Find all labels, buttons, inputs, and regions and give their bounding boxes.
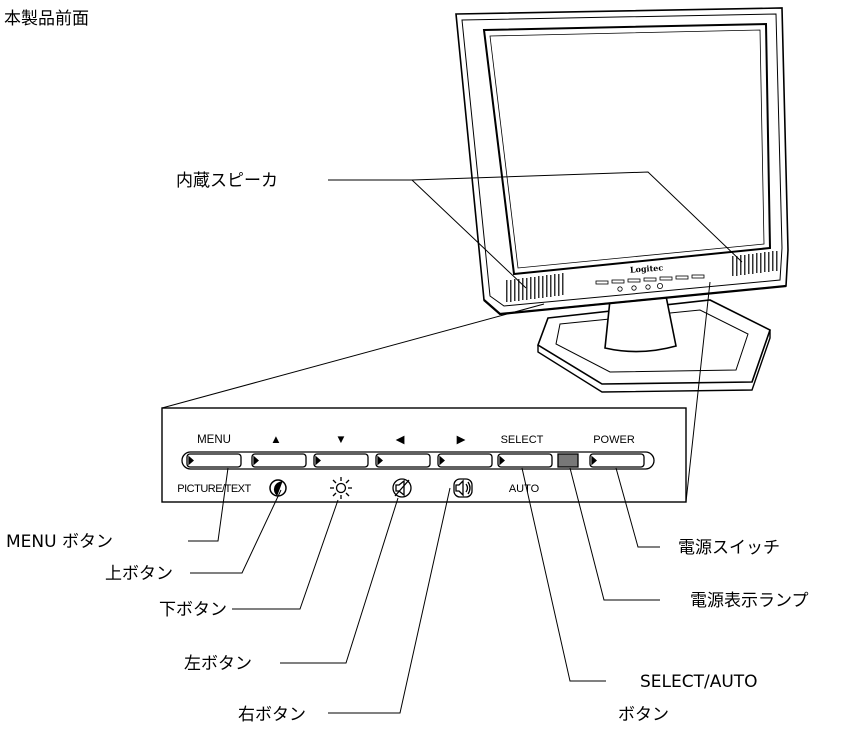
select-button-label: SELECT — [501, 434, 544, 446]
left-button[interactable] — [375, 453, 431, 468]
down-button-label: ▼ — [335, 434, 346, 446]
power-lamp — [557, 453, 579, 468]
power-button[interactable] — [589, 453, 645, 468]
callout-right-button: 右ボタン — [238, 705, 306, 725]
up-button-label: ▲ — [270, 434, 281, 446]
callout-power-switch: 電源スイッチ — [678, 538, 780, 558]
up-button[interactable] — [251, 453, 307, 468]
menu-button-label: MENU — [197, 434, 231, 446]
callout-up-button: 上ボタン — [105, 564, 173, 584]
select-button[interactable] — [497, 453, 553, 468]
callout-speaker: 内蔵スピーカ — [176, 171, 278, 191]
monitor-stand-neck — [604, 295, 677, 353]
down-button[interactable] — [313, 453, 369, 468]
mute-icon — [392, 478, 412, 498]
brightness-icon — [330, 477, 352, 499]
right-button[interactable] — [437, 453, 493, 468]
right-button-label: ▶ — [457, 434, 467, 446]
zoom-lines — [161, 281, 711, 503]
contrast-icon — [269, 479, 287, 497]
callout-lines — [188, 171, 743, 714]
speaker-icon — [453, 478, 473, 498]
diagram-title: 本製品前面 — [4, 9, 89, 29]
callout-menu-button: MENU ボタン — [6, 532, 113, 552]
monitor-mini-buttons — [595, 274, 705, 292]
speaker-grille-left — [506, 273, 564, 302]
menu-button[interactable] — [186, 453, 242, 468]
left-button-label: ◀ — [396, 434, 406, 446]
callout-select-auto-line1: SELECT/AUTO — [640, 672, 758, 692]
callout-power-lamp: 電源表示ランプ — [690, 591, 809, 611]
power-button-label: POWER — [593, 434, 635, 446]
monitor-illustration — [455, 7, 789, 393]
brand-logo: Logitec — [630, 262, 664, 274]
callout-select-auto-line2: ボタン — [618, 705, 669, 725]
auto-label: AUTO — [509, 483, 540, 495]
callout-left-button: 左ボタン — [184, 654, 252, 674]
speaker-grille-right — [732, 251, 778, 276]
callout-down-button: 下ボタン — [159, 600, 227, 620]
picture-text-label: PICTURE/TEXT — [177, 483, 251, 495]
monitor-screen — [482, 22, 772, 276]
